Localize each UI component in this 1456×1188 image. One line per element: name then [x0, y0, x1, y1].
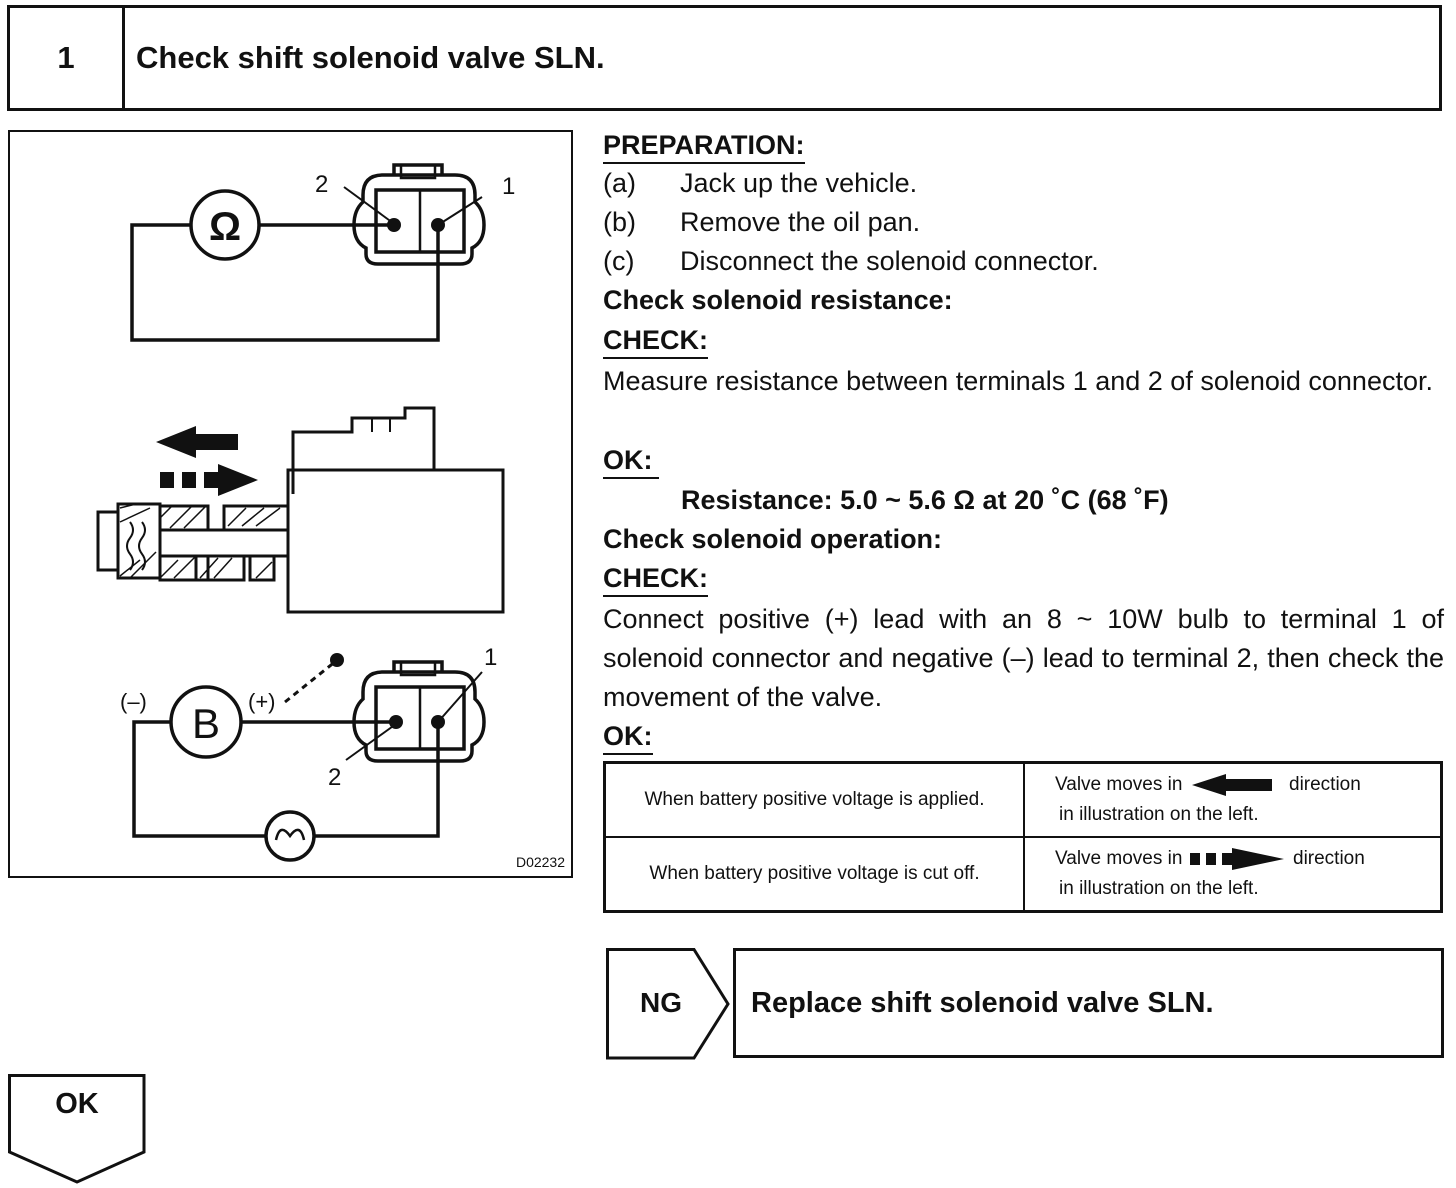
wire — [132, 720, 265, 838]
terminal-1-label: 1 — [502, 173, 515, 200]
solenoid-valve-icon — [96, 406, 505, 614]
operation-check-text: Connect positive (+) lead with an 8 ~ 10… — [603, 604, 1444, 712]
terminal-2-dot — [387, 218, 401, 232]
table-row: When battery positive voltage is applied… — [603, 761, 1443, 838]
resistance-spec: Resistance: 5.0 ~ 5.6 Ω at 20 ˚C (68 ˚F) — [681, 485, 1169, 515]
list-item: (b)Remove the oil pan. — [603, 207, 921, 237]
circuit-illustration: 2 1 Ω — [8, 130, 573, 878]
table-cell: When battery positive voltage is applied… — [603, 761, 1025, 838]
ng-label: NG — [640, 987, 682, 1018]
dashed-arrow-right-icon — [160, 464, 258, 496]
circuit-diagram: 2 1 Ω — [96, 163, 515, 862]
list-item: (a)Jack up the vehicle. — [603, 168, 918, 198]
check-label: CHECK: — [603, 559, 708, 598]
operation-heading: Check solenoid operation: — [603, 524, 943, 554]
arrow-left-icon — [1191, 773, 1272, 796]
terminal-1-dot — [431, 218, 445, 232]
connector-outline — [352, 173, 486, 266]
table-cell: Valve moves in direction in illustration… — [1023, 761, 1443, 838]
terminal-2-label: 2 — [328, 764, 341, 791]
dashed-arrow-right-icon — [1189, 847, 1284, 870]
check-label: CHECK: — [603, 321, 708, 360]
ohm-symbol: Ω — [209, 205, 241, 249]
battery-symbol: B — [192, 700, 220, 747]
resistance-heading: Check solenoid resistance: — [603, 285, 953, 315]
bulb-icon — [264, 810, 316, 862]
arrow-left-icon — [156, 426, 238, 458]
terminal-2-label: 2 — [315, 171, 328, 198]
minus-label: (–) — [120, 689, 147, 714]
wire — [130, 223, 440, 342]
resistance-check-text: Measure resistance between terminals 1 a… — [603, 366, 1433, 396]
table-row: When battery positive voltage is cut off… — [603, 836, 1443, 913]
terminal-2-dot — [389, 715, 403, 729]
plus-label: (+) — [248, 689, 276, 714]
figure-code: D02232 — [515, 854, 565, 870]
terminal-1-label: 1 — [484, 644, 497, 671]
step-header: 1 Check shift solenoid valve SLN. — [7, 5, 1442, 111]
ok-label: OK: — [603, 717, 653, 756]
ok-label: OK — [55, 1088, 99, 1120]
switch-lead — [284, 659, 337, 704]
step-number: 1 — [10, 8, 125, 108]
preparation-heading: PREPARATION: — [603, 126, 805, 165]
table-cell: Valve moves in direction in illustration… — [1023, 836, 1443, 913]
list-item: (c)Disconnect the solenoid connector. — [603, 246, 1099, 276]
ng-arrow-shape — [606, 948, 730, 1060]
connector-outline — [352, 670, 486, 763]
ng-action: Replace shift solenoid valve SLN. — [733, 948, 1444, 1058]
ok-arrow-shape — [8, 1074, 146, 1184]
table-cell: When battery positive voltage is cut off… — [603, 836, 1025, 913]
result-table: When battery positive voltage is applied… — [603, 761, 1443, 913]
ok-label: OK: — [603, 441, 659, 480]
step-title: Check shift solenoid valve SLN. — [136, 40, 605, 75]
connector-latch — [392, 163, 444, 175]
ohmmeter-icon — [189, 189, 261, 261]
terminal-1-dot — [431, 715, 445, 729]
